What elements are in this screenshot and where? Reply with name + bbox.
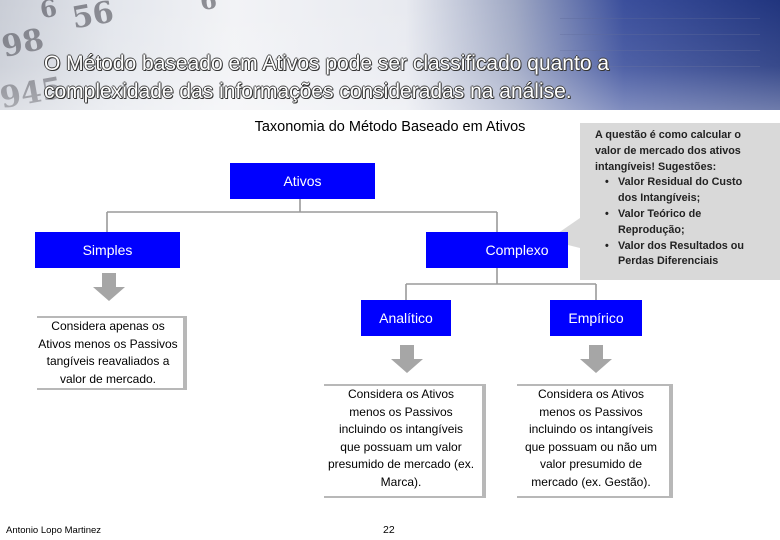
desc-line: que possuam um valor: [320, 439, 482, 457]
callout-text: A questão é como calcular o valor de mer…: [585, 128, 767, 270]
node-ativos: Ativos: [230, 163, 375, 199]
callout-bullet: Valor dos Resultados ou Perdas Diferenci…: [585, 239, 767, 271]
desc-line: incluindo os intangíveis: [513, 421, 669, 439]
node-empirico: Empírico: [550, 300, 642, 336]
node-analitico: Analítico: [361, 300, 451, 336]
desc-line: menos os Passivos: [513, 404, 669, 422]
desc-line: menos os Passivos: [320, 404, 482, 422]
bullet-line: Valor Residual do Custo: [618, 175, 767, 191]
node-simples: Simples: [35, 232, 180, 268]
down-arrow-icon: [580, 345, 612, 373]
bullet-line: Reprodução;: [618, 223, 767, 239]
callout-bullet: Valor Residual do Custo dos Intangíveis;: [585, 175, 767, 207]
bullet-line: Perdas Diferenciais: [618, 254, 767, 270]
bullet-line: Valor dos Resultados ou: [618, 239, 767, 255]
desc-line: valor presumido de: [513, 456, 669, 474]
bullet-line: dos Intangíveis;: [618, 191, 767, 207]
desc-line: Considera os Ativos: [320, 386, 482, 404]
desc-line: presumido de mercado (ex.: [320, 456, 482, 474]
page-number: 22: [383, 524, 395, 536]
node-label: Complexo: [485, 242, 548, 258]
node-label: Ativos: [283, 173, 321, 189]
down-arrow-icon: [93, 273, 125, 301]
desc-line: Ativos menos os Passivos: [33, 336, 183, 354]
desc-line: Considera apenas os: [33, 318, 183, 336]
node-label: Simples: [83, 242, 133, 258]
desc-line: Marca).: [320, 474, 482, 492]
empirico-description: Considera os Ativos menos os Passivos in…: [513, 386, 669, 496]
analitico-description: Considera os Ativos menos os Passivos in…: [320, 386, 482, 496]
callout-intro-line: intangíveis! Sugestões:: [585, 160, 767, 176]
simples-description: Considera apenas os Ativos menos os Pass…: [33, 318, 183, 388]
desc-line: incluindo os intangíveis: [320, 421, 482, 439]
desc-line: Considera os Ativos: [513, 386, 669, 404]
callout-bullet-list: Valor Residual do Custo dos Intangíveis;…: [585, 175, 767, 270]
callout-bullet: Valor Teórico de Reprodução;: [585, 207, 767, 239]
desc-line: tangíveis reavaliados a: [33, 353, 183, 371]
node-complexo: Complexo: [426, 232, 568, 268]
callout-intro-line: valor de mercado dos ativos: [585, 144, 767, 160]
callout-intro-line: A questão é como calcular o: [585, 128, 767, 144]
desc-line: que possuam ou não um: [513, 439, 669, 457]
desc-line: valor de mercado.: [33, 371, 183, 389]
node-label: Analítico: [379, 310, 433, 326]
footer-author: Antonio Lopo Martinez: [6, 525, 101, 536]
bullet-line: Valor Teórico de: [618, 207, 767, 223]
desc-line: mercado (ex. Gestão).: [513, 474, 669, 492]
down-arrow-icon: [391, 345, 423, 373]
node-label: Empírico: [568, 310, 623, 326]
